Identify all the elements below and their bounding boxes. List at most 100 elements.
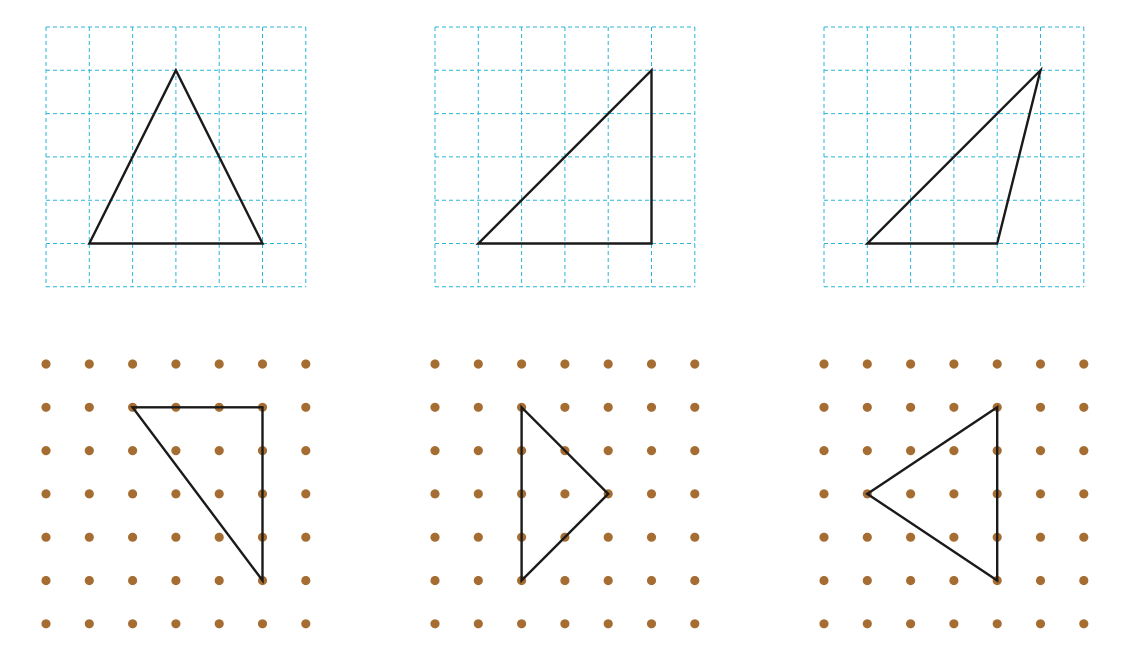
grid-dot <box>1035 575 1046 586</box>
dot-panel-3 <box>819 359 1089 629</box>
grid-dot <box>690 575 700 586</box>
grid-dot <box>906 489 916 499</box>
grid-panel-2 <box>434 26 696 288</box>
grid-dot <box>430 532 440 542</box>
grid-dot <box>41 619 51 629</box>
grid-dot <box>41 532 51 542</box>
grid-dot <box>473 619 483 629</box>
grid-dot <box>128 359 138 369</box>
grid-dot <box>819 532 829 542</box>
grid-dot <box>949 402 959 412</box>
grid-dot <box>1035 359 1046 369</box>
grid-dot <box>128 446 138 456</box>
grid-dot <box>906 359 916 369</box>
grid-dot <box>949 619 959 629</box>
grid-dot <box>906 575 916 586</box>
grid-dot <box>690 532 700 542</box>
grid-dot <box>603 575 613 586</box>
grid-dot <box>949 446 959 456</box>
grid-dot <box>906 619 916 629</box>
grid-dot <box>646 446 657 456</box>
grid-dot <box>301 359 311 369</box>
grid-dot <box>819 619 829 629</box>
grid-dot <box>128 575 138 586</box>
grid-triangle-1 <box>87 67 265 245</box>
dot-triangle-3 <box>865 405 999 583</box>
grid-dot <box>560 359 570 369</box>
grid-dot <box>603 446 613 456</box>
grid-dot <box>84 575 94 586</box>
grid-dot <box>819 575 829 586</box>
grid-dot <box>517 359 527 369</box>
grid-dot <box>906 532 916 542</box>
grid-dot <box>646 575 657 586</box>
grid-dot <box>690 489 700 499</box>
grid-dot <box>1079 446 1089 456</box>
grid-dot <box>430 446 440 456</box>
grid-dot <box>1079 489 1089 499</box>
grid-dot <box>84 446 94 456</box>
grid-dot <box>128 489 138 499</box>
grid-dot <box>128 532 138 542</box>
grid-dot <box>84 619 94 629</box>
grid-dot <box>862 402 872 412</box>
grid-dot <box>690 446 700 456</box>
grid-dot <box>949 575 959 586</box>
grid-dot <box>430 489 440 499</box>
grid-dot <box>603 402 613 412</box>
grid-dot <box>171 446 181 456</box>
grid-dot <box>690 359 700 369</box>
grid-triangle-2 <box>475 67 653 245</box>
grid-dot <box>41 402 51 412</box>
grid-dot <box>646 359 657 369</box>
dot-triangle-1 <box>130 406 264 585</box>
grid-dot <box>819 402 829 412</box>
grid-dot <box>862 359 872 369</box>
grid-dot <box>1035 402 1046 412</box>
grid-dot <box>646 489 657 499</box>
dot-triangle-2 <box>520 404 610 584</box>
grid-panel-1 <box>45 26 307 288</box>
grid-dot <box>819 446 829 456</box>
grid-dot <box>862 532 872 542</box>
grid-dot <box>690 402 700 412</box>
grid-dot <box>84 402 94 412</box>
grid-dot <box>84 489 94 499</box>
grid-dot <box>41 489 51 499</box>
grid-dot <box>1079 359 1089 369</box>
grid-dot <box>949 489 959 499</box>
grid-dot <box>41 359 51 369</box>
grid-dot <box>84 359 94 369</box>
grid-dot <box>819 359 829 369</box>
grid-dot <box>560 402 570 412</box>
grid-dot <box>862 575 872 586</box>
grid-dot <box>1035 532 1046 542</box>
grid-dot <box>430 359 440 369</box>
grid-dot <box>646 619 657 629</box>
grid-dot <box>1035 619 1046 629</box>
dot-panel-2 <box>430 359 700 629</box>
grid-dot <box>301 402 311 412</box>
grid-dot <box>906 402 916 412</box>
grid-dot <box>84 532 94 542</box>
grid-dot <box>301 489 311 499</box>
grid-dot <box>171 359 181 369</box>
grid-dot <box>214 575 224 586</box>
grid-dot <box>171 575 181 586</box>
grid-dot <box>301 619 311 629</box>
grid-dot <box>473 575 483 586</box>
grid-dot <box>473 532 483 542</box>
grid-dot <box>171 619 181 629</box>
grid-dot <box>430 402 440 412</box>
grid-dot <box>906 446 916 456</box>
grid-dot <box>949 359 959 369</box>
grid-dot <box>690 619 700 629</box>
grid-dot <box>560 575 570 586</box>
grid-dot <box>473 402 483 412</box>
grid-dot <box>301 532 311 542</box>
grid-dot <box>1079 532 1089 542</box>
grid-dot <box>473 359 483 369</box>
grid-panel-3 <box>823 26 1085 288</box>
